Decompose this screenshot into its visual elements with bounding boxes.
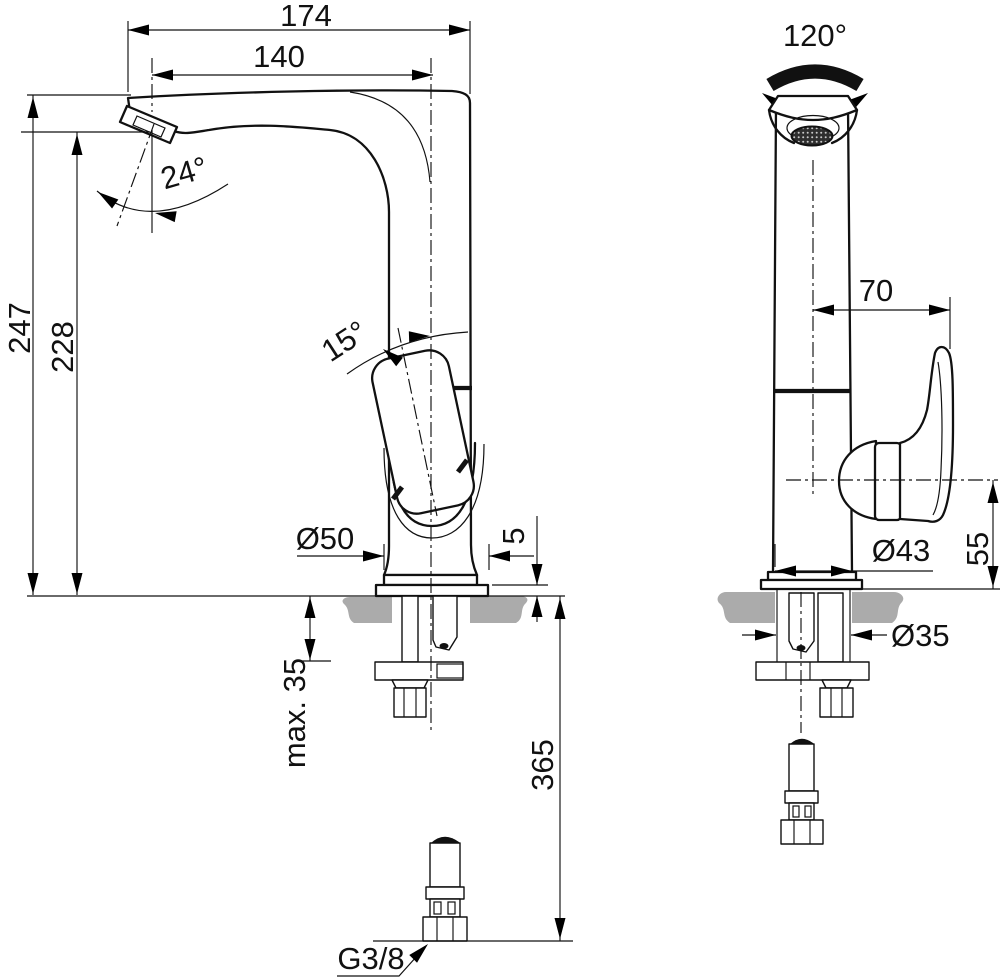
left-view-side: 174 140 24° 247 228	[2, 0, 573, 977]
dim-outlet-angle: 24°	[94, 130, 229, 233]
aerator-mesh	[790, 125, 834, 147]
dim-overall-height: 247	[2, 94, 131, 595]
dim-overall-projection: 174	[127, 0, 471, 94]
countertop-section-left-view	[342, 596, 528, 623]
body-highlight-line	[349, 91, 431, 183]
base-plate-side	[374, 583, 490, 598]
countertop-section-right-view	[717, 592, 904, 623]
dim-base-diameter: Ø50	[296, 521, 534, 570]
dim-label-24deg: 24°	[157, 150, 212, 197]
dim-label-d43: Ø43	[872, 533, 931, 568]
dim-max-deck-thickness: max. 35	[277, 596, 331, 768]
dim-lever-height: 55	[960, 480, 999, 589]
dim-label-d50: Ø50	[296, 521, 355, 556]
dim-label-228: 228	[45, 321, 80, 373]
hose-connector-detail	[422, 836, 468, 942]
dim-lever-offset: 70	[813, 273, 951, 349]
hose-braid	[429, 842, 461, 888]
spout-head-front	[767, 94, 859, 147]
dim-label-174: 174	[280, 0, 332, 33]
dim-body-diameter: Ø43	[774, 533, 933, 577]
side-lever-front	[837, 345, 955, 523]
swivel-arrow: 120°	[756, 18, 874, 122]
threaded-stud	[401, 595, 419, 663]
dim-baseplate-thickness: 5	[492, 516, 548, 622]
dim-hole-diameter: Ø35	[742, 618, 950, 653]
dim-hose-thread: G3/8	[337, 940, 432, 977]
mounting-washer-front	[755, 661, 870, 681]
dim-label-120deg: 120°	[783, 18, 847, 53]
cartridge-dome-outer	[383, 443, 485, 539]
handle-mark-right	[456, 458, 469, 474]
dim-label-55: 55	[960, 532, 995, 566]
fixing-nut-front	[819, 687, 854, 718]
right-view-front: 120°	[717, 18, 1000, 845]
dim-label-d35: Ø35	[891, 618, 950, 653]
dim-label-5: 5	[496, 527, 531, 544]
dim-label-max35: max. 35	[277, 658, 312, 768]
aerator-nozzle-side	[118, 104, 179, 145]
dim-outlet-height: 228	[21, 131, 150, 595]
supply-hose-upper	[432, 595, 458, 651]
dim-label-365: 365	[525, 739, 560, 791]
dim-label-140: 140	[253, 39, 305, 74]
mounting-washer	[374, 661, 464, 681]
g38-nut	[422, 916, 468, 942]
dim-spout-projection: 140	[152, 39, 433, 81]
dim-hose-length: 365	[373, 596, 573, 942]
lever-blade	[898, 345, 955, 523]
lever-handle-side	[370, 349, 476, 515]
fixing-nut	[393, 687, 427, 718]
dim-label-70: 70	[859, 273, 893, 308]
hose-connector-detail-front	[780, 738, 824, 845]
threaded-stud-front	[817, 592, 844, 663]
dim-label-247: 247	[2, 302, 37, 354]
centerlines-left-view	[116, 58, 438, 730]
centerlines-right-view	[786, 160, 998, 733]
dim-label-15deg: 15°	[315, 314, 373, 369]
base-plate-front	[759, 578, 864, 591]
faucet-body-front	[759, 94, 955, 591]
handle-mark-left	[391, 485, 404, 501]
hose-collar	[425, 886, 465, 900]
dim-label-g38: G3/8	[337, 941, 404, 976]
mounting-hardware-right-view	[755, 589, 870, 718]
lever-hub	[873, 441, 903, 522]
